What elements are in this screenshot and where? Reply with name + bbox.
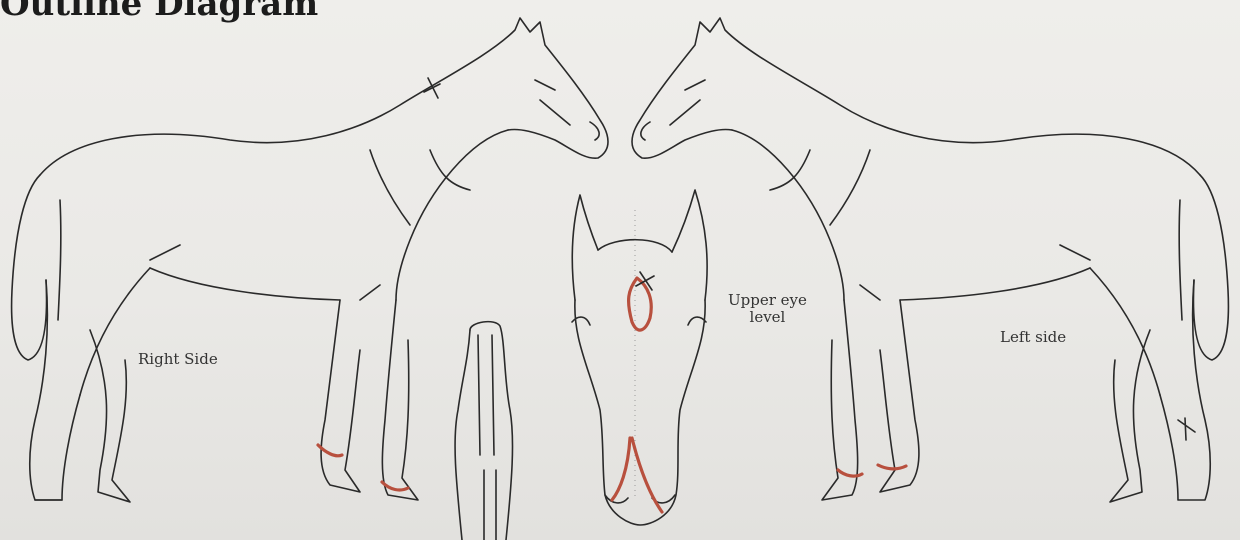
- front-view-leg: [455, 322, 512, 540]
- front-view-head: [572, 190, 707, 525]
- left-side-horse: [632, 18, 1228, 502]
- right-side-horse: [12, 18, 608, 502]
- left-side-label: Left side: [1000, 328, 1066, 346]
- right-side-label: Right Side: [138, 350, 218, 368]
- upper-eye-level-line1: Upper eye: [728, 292, 807, 309]
- upper-eye-level-label: Upper eye level: [728, 292, 807, 326]
- upper-eye-level-line2: level: [728, 309, 807, 326]
